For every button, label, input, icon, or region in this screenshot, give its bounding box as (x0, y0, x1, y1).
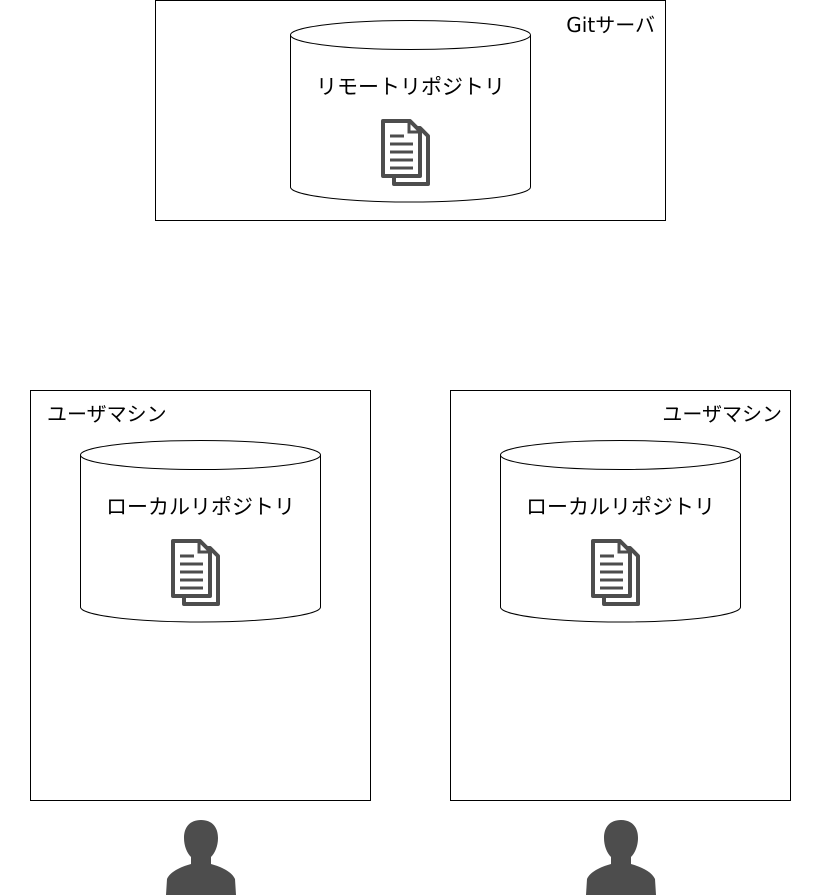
documents-icon (381, 119, 430, 186)
documents-icon (171, 539, 220, 606)
local-repository-cylinder-right (500, 440, 741, 623)
local-repository-label-left: ローカルリポジトリ (106, 495, 295, 519)
user-icon-right (586, 820, 656, 895)
documents-icon (591, 539, 640, 606)
remote-repository-label: リモートリポジトリ (316, 75, 505, 99)
remote-repository: リモートリポジトリ (290, 20, 531, 203)
user-icon-left (166, 820, 236, 895)
local-repository-right: ローカルリポジトリ (500, 440, 741, 623)
local-repository-label-right: ローカルリポジトリ (526, 495, 715, 519)
user-machine-label-right: ユーザマシン (662, 402, 782, 426)
git-server-label: Gitサーバ (566, 13, 655, 37)
local-repository-left: ローカルリポジトリ (80, 440, 321, 623)
remote-repository-cylinder (290, 20, 531, 203)
local-repository-cylinder-left (80, 440, 321, 623)
user-machine-label-left: ユーザマシン (47, 402, 167, 426)
